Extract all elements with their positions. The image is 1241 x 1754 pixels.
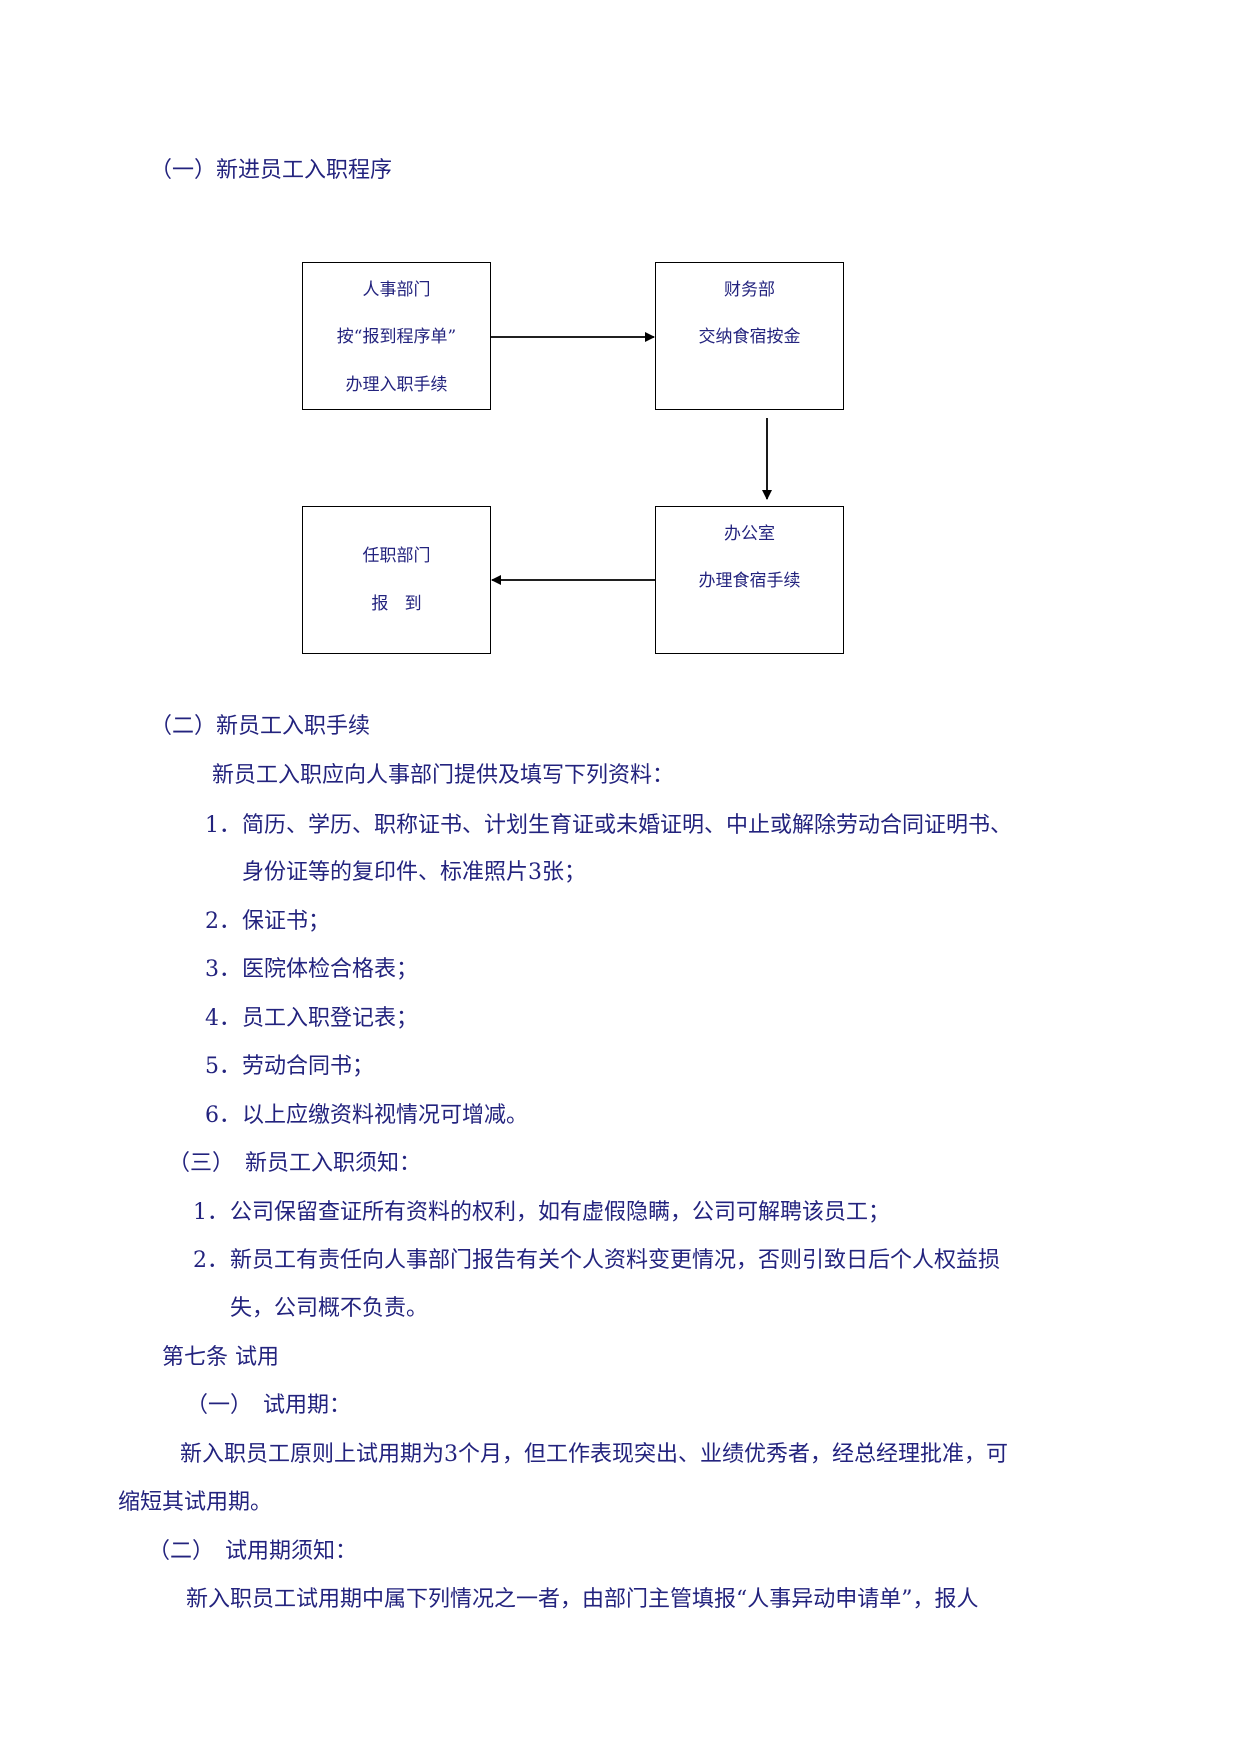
article7-sub2-heading: （二） 试用期须知： bbox=[148, 1539, 358, 1564]
section-heading-3: （三） 新员工入职须知： bbox=[168, 1151, 422, 1176]
article7-heading: 第七条 试用 bbox=[162, 1345, 279, 1370]
flow-box-hr-line2: 按“报到程序单” bbox=[336, 327, 457, 347]
list-item-num: 1． bbox=[193, 1200, 229, 1225]
flow-box-hr-line1: 人事部门 bbox=[362, 280, 431, 300]
list-item-text: 以上应缴资料视情况可增减。 bbox=[242, 1103, 529, 1128]
flow-box-hr: 人事部门 按“报到程序单” 办理入职手续 bbox=[302, 262, 491, 410]
section-heading-2: （二）新员工入职手续 bbox=[150, 714, 371, 739]
flow-box-finance-line1: 财务部 bbox=[724, 280, 775, 300]
flow-box-finance-line2: 交纳食宿按金 bbox=[698, 327, 801, 347]
list-item-cont: 失，公司概不负责。 bbox=[230, 1296, 429, 1321]
list-item-num: 5． bbox=[205, 1054, 241, 1079]
list-item-num: 1． bbox=[205, 813, 241, 838]
list-item-text: 劳动合同书； bbox=[242, 1054, 375, 1079]
list-item-num: 6． bbox=[205, 1103, 241, 1128]
flow-box-office-line2: 办理食宿手续 bbox=[698, 571, 801, 591]
flow-box-dept-line2: 报 到 bbox=[371, 594, 422, 614]
flow-box-office-line1: 办公室 bbox=[724, 524, 775, 544]
flow-box-dept-line1: 任职部门 bbox=[362, 546, 431, 566]
flow-box-hr-line3: 办理入职手续 bbox=[345, 375, 448, 395]
article7-sub1-heading: （一） 试用期： bbox=[186, 1393, 352, 1418]
flow-arrows bbox=[491, 332, 772, 585]
flow-box-office: 办公室 办理食宿手续 bbox=[655, 506, 844, 654]
list-item-cont: 身份证等的复印件、标准照片3张； bbox=[242, 860, 586, 885]
section-heading-1: （一）新进员工入职程序 bbox=[150, 158, 393, 183]
list-item-num: 2． bbox=[205, 909, 241, 934]
list-item-text: 保证书； bbox=[242, 909, 331, 934]
flow-box-finance: 财务部 交纳食宿按金 bbox=[655, 262, 844, 410]
list-item-text: 简历、学历、职称证书、计划生育证或未婚证明、中止或解除劳动合同证明书、 bbox=[242, 813, 1013, 838]
list-item-num: 4． bbox=[205, 1006, 241, 1031]
article7-sub1-para-line2: 缩短其试用期。 bbox=[118, 1490, 273, 1515]
list-item-text: 公司保留查证所有资料的权利，如有虚假隐瞒，公司可解聘该员工； bbox=[230, 1200, 891, 1225]
list-item-num: 2． bbox=[193, 1248, 229, 1273]
list-item-num: 3． bbox=[205, 957, 241, 982]
article7-sub2-para-line1: 新入职员工试用期中属下列情况之一者，由部门主管填报“人事异动申请单”，报人 bbox=[186, 1587, 979, 1612]
flow-box-dept: 任职部门 报 到 bbox=[302, 506, 491, 654]
article7-sub1-para-line1: 新入职员工原则上试用期为3个月，但工作表现突出、业绩优秀者，经总经理批准，可 bbox=[180, 1442, 1008, 1467]
list-item-text: 新员工有责任向人事部门报告有关个人资料变更情况，否则引致日后个人权益损 bbox=[230, 1248, 1001, 1273]
section2-intro: 新员工入职应向人事部门提供及填写下列资料： bbox=[212, 763, 675, 788]
list-item-text: 员工入职登记表； bbox=[242, 1006, 419, 1031]
list-item-text: 医院体检合格表； bbox=[242, 957, 419, 982]
